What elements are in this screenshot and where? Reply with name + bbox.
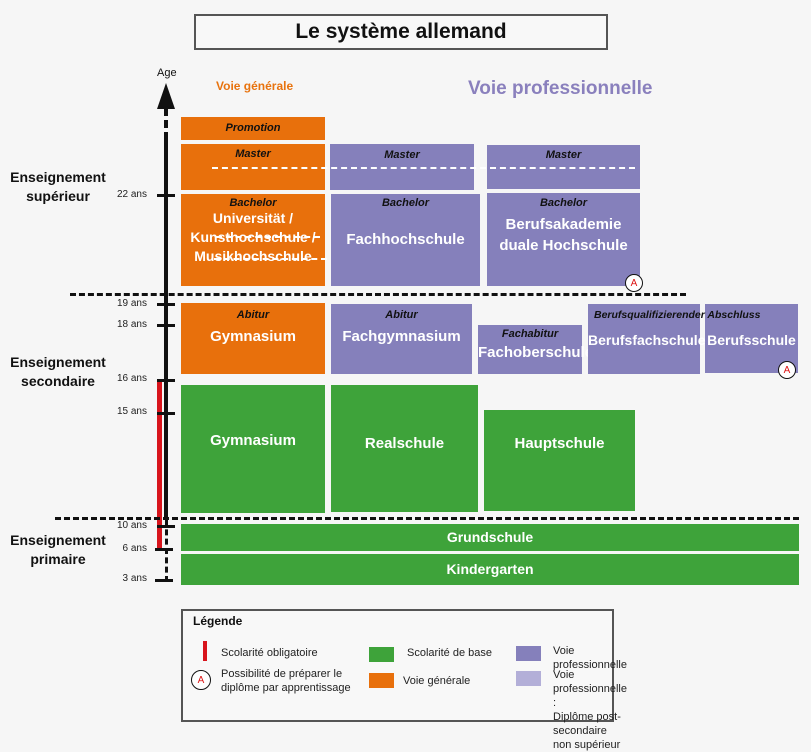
column-header-professional: Voie professionnelle [468,78,653,99]
level-separator [55,517,799,520]
uni-divider [214,258,327,260]
level-separator [70,293,686,296]
apprenticeship-marker-icon: A [778,361,796,379]
fachgymnasium-box: Abitur Fachgymnasium [331,304,472,374]
age-tick [157,303,175,306]
age-tick-label: 18 ans [116,319,147,330]
berufsfachschule-box [588,304,700,374]
column-header-general: Voie générale [216,79,294,93]
age-tick [155,548,173,551]
level-label-superieur: Enseignement supérieur [10,169,106,204]
fachhochschule-box: Bachelor Fachhochschule [331,194,480,286]
age-tick-label: 15 ans [116,406,147,417]
age-tick [157,324,175,327]
legend-swatch-professional [516,646,541,661]
legend-label-post-secondary: Voie professionnelle : Diplôme post-seco… [553,669,627,751]
hauptschule-box: Hauptschule [484,410,635,511]
axis-line [164,140,168,520]
axis-arrow-icon [157,83,175,109]
axis-label: Age [157,67,177,79]
legend-title: Légende [193,614,243,628]
universitaet-box: Bachelor Universität / Kunsthochschule /… [181,194,325,286]
level-label-primaire: Enseignement primaire [10,532,106,567]
legend-label-professional: Voie professionnelle [553,645,627,671]
realschule-box: Realschule [331,385,478,512]
age-tick [157,194,175,197]
age-tick-label: 19 ans [116,298,147,309]
axis-line-dashed-top [164,108,168,140]
age-tick-label: 6 ans [122,543,147,554]
diagram-title: Le système allemand [194,14,608,50]
legend-apprenticeship-icon: A [191,670,211,690]
level-label-secondaire: Enseignement secondaire [10,354,106,389]
gymnasium-lower-box: Gymnasium [181,385,325,513]
age-tick-label: 16 ans [116,373,147,384]
legend-swatch-post-secondary [516,671,541,686]
age-tick-label: 3 ans [122,573,147,584]
age-tick [157,525,175,528]
fachoberschule-box: Fachabitur Fachoberschule [478,325,593,374]
uni-divider [216,236,320,238]
age-tick-label: 10 ans [116,520,147,531]
legend-label-apprenticeship: Possibilité de préparer le diplôme par a… [221,668,351,694]
axis-line-dashed-bottom [165,520,168,582]
berufsqualifizierender-label: Berufsqualifizierender Abschluss [594,309,761,321]
berufsfachschule-label: Berufsfachschule [588,332,706,348]
legend-label-compulsory: Scolarité obligatoire [221,647,318,659]
age-tick [157,379,175,382]
legend-swatch-basic [369,647,394,662]
berufsschule-label: Berufsschule [707,332,796,348]
grundschule-box: Grundschule [181,524,799,551]
apprenticeship-marker-icon: A [625,274,643,292]
legend-swatch-general [369,673,394,688]
age-tick [155,579,173,582]
gymnasium-upper-box: Abitur Gymnasium [181,303,325,374]
kindergarten-box: Kindergarten [181,554,799,585]
berufsakademie-box: Bachelor Berufsakademie duale Hochschule [487,193,640,286]
compulsory-schooling-bar [157,380,162,550]
age-tick-label: 22 ans [116,189,147,200]
age-tick [157,412,175,415]
legend-label-basic: Scolarité de base [407,647,492,659]
legend-label-general: Voie générale [403,675,471,687]
promotion-box: Promotion [181,117,325,140]
master-divider [212,167,635,169]
legend: Légende Scolarité obligatoire A Possibil… [181,609,627,751]
legend-swatch-compulsory [203,641,207,661]
